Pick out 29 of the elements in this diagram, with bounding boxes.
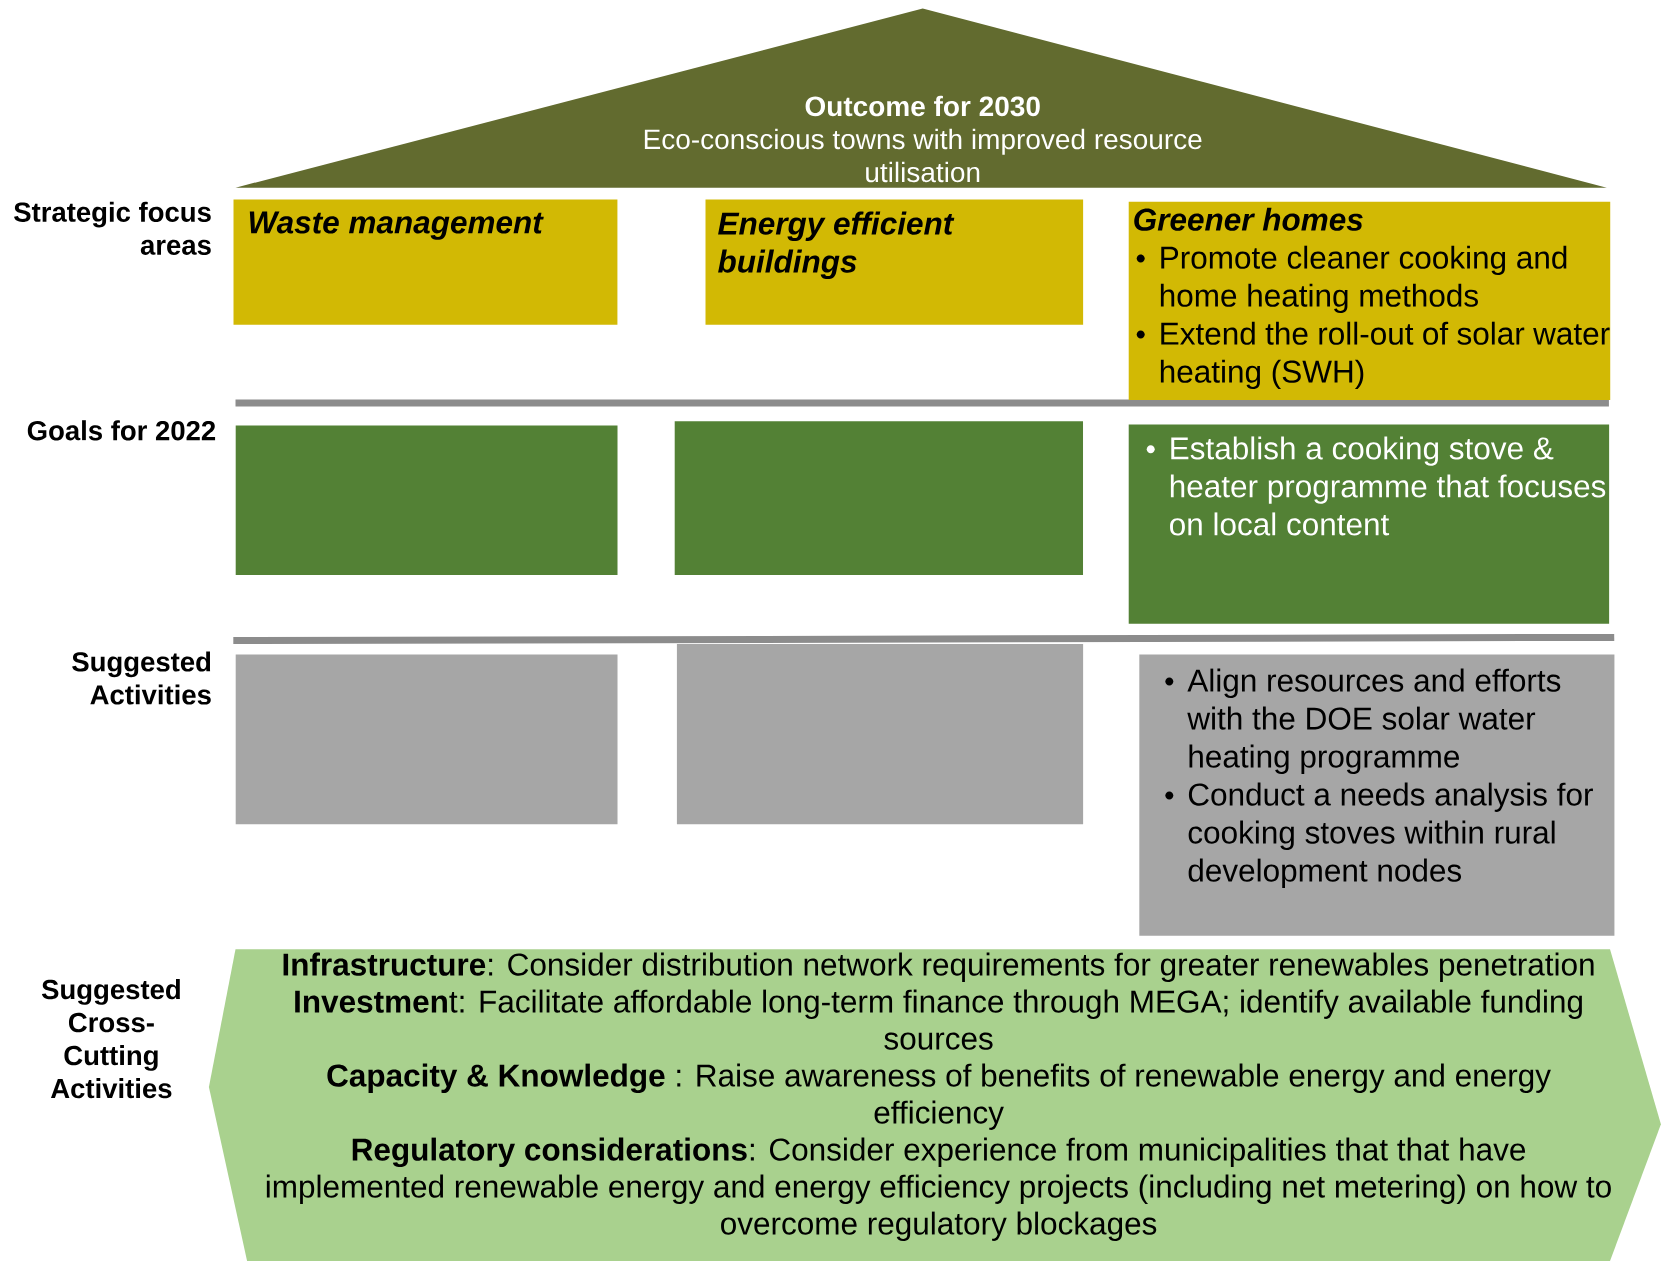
chevron-band	[208, 949, 1661, 1261]
bullet-item: Conduct a needs analysis for cooking stoves within rural development nodes	[1188, 782, 1593, 888]
cross-cutting-item: Capacity & Knowledge : Raise awareness of benefits of renewable energy and energy efficiency	[327, 1063, 1551, 1130]
cross-cutting-item: Investment: Facilitate affordable long-term finance through MEGA; identify available funding sources	[295, 989, 1582, 1050]
roof-heading: Outcome for 2030	[805, 95, 1040, 117]
cross-cutting-item: Regulatory considerations: Consider experience from municipalities that that have implemented renewable energy and energy efficiency projects (including net metering) on how to overcome regulatory blockages	[266, 1137, 1611, 1241]
activity-box	[235, 654, 618, 825]
row-label: Strategic focus areas	[14, 201, 211, 255]
bullet-item: Establish a cooking stove & heater programme that focuses on local content	[1170, 436, 1606, 536]
cross-cutting-item: Infrastructure: Consider distribution network requirements for greater renewables penetration	[283, 952, 1594, 982]
goal-box	[235, 425, 618, 575]
bullet-item: Promote cleaner cooking and home heating methods	[1160, 245, 1567, 314]
box-heading: Energy efficient buildings	[718, 211, 955, 279]
row-label: Suggested Cross-Cutting Activities	[41, 979, 180, 1099]
roof-triangle	[235, 8, 1607, 188]
focus-area-box	[705, 199, 1084, 325]
goal-box	[674, 421, 1083, 576]
roof-text: Eco-conscious towns with improved resource utilisation	[644, 128, 1202, 183]
bullet-item: Align resources and efforts with the DOE solar water heating programme	[1187, 668, 1561, 774]
activity-box	[1139, 654, 1615, 936]
bullet-item: Extend the roll-out of solar water heating (SWH)	[1160, 321, 1610, 390]
focus-area-box	[233, 199, 618, 325]
activity-box	[676, 644, 1084, 825]
focus-area-box	[1128, 201, 1611, 400]
goal-box	[1128, 424, 1610, 624]
box-heading: Waste management	[249, 211, 544, 240]
box-heading: Greener homes	[1134, 207, 1363, 231]
row-label: Suggested Activities	[72, 651, 211, 705]
row-label: Goals for 2022	[27, 420, 216, 441]
